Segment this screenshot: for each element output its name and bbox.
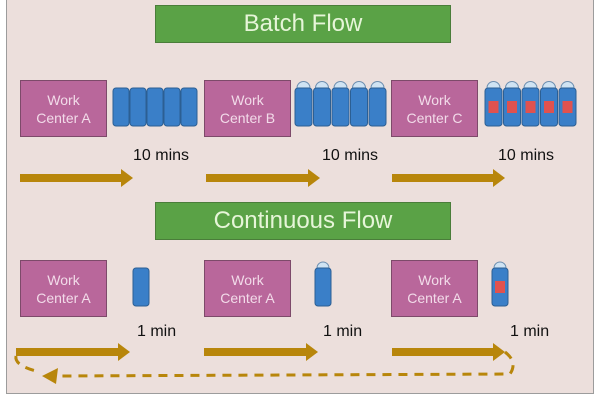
- item-cap: [504, 81, 520, 89]
- batch-flow-title: Batch Flow: [243, 10, 363, 37]
- continuous-flow-title: Continuous Flow: [213, 207, 393, 234]
- batch-time-a: 10 mins: [133, 147, 190, 164]
- batch-arrow-1-head: [121, 169, 133, 187]
- batch-time-c: 10 mins: [498, 147, 555, 164]
- item-body: [112, 87, 130, 127]
- batch-work-center-c: Work Center C: [391, 80, 478, 137]
- item-body: [163, 87, 181, 127]
- wc-label-line2: Center C: [406, 109, 463, 126]
- batch-work-center-a: Work Center A: [20, 80, 107, 137]
- return-arrow-head: [42, 368, 58, 384]
- continuous-work-center-1: Work Center A: [20, 260, 107, 317]
- item-cap: [333, 81, 348, 89]
- batch-arrow-2-head: [308, 169, 320, 187]
- item-body: [368, 87, 387, 127]
- return-loop-left: [14, 355, 41, 374]
- wc-label-line2: Center B: [219, 109, 276, 126]
- batch-time-b: 10 mins: [322, 147, 379, 164]
- item-cap: [493, 261, 507, 269]
- item-body: [314, 267, 332, 307]
- item-body: [132, 267, 150, 307]
- batch-arrow-3-shaft: [392, 174, 495, 182]
- continuous-arrow-2-shaft: [204, 348, 308, 356]
- continuous-time-1: 1 min: [137, 323, 177, 340]
- item-label: [507, 101, 517, 113]
- item-body: [294, 87, 313, 127]
- batch-flow-banner: Batch Flow: [155, 5, 451, 43]
- item-cap: [296, 81, 311, 89]
- wc-label-line2: Center A: [36, 289, 91, 306]
- batch-work-center-b: Work Center B: [204, 80, 291, 137]
- wc-label-line1: Work: [47, 91, 80, 108]
- wc-label-line2: Center A: [220, 289, 275, 306]
- wc-label-line1: Work: [418, 91, 451, 108]
- wc-label-line1: Work: [231, 91, 264, 108]
- item-cap: [486, 81, 501, 89]
- wc-label-line1: Work: [47, 271, 80, 288]
- batch-arrow-1-shaft: [20, 174, 123, 182]
- batch-arrow-3-head: [493, 169, 505, 187]
- continuous-arrow-1-shaft: [16, 348, 120, 356]
- item-label: [488, 101, 499, 113]
- continuous-arrow-3-shaft: [392, 348, 495, 356]
- item-cap: [523, 81, 538, 89]
- wc-label-line2: Center A: [407, 289, 462, 306]
- continuous-arrow-2-head: [306, 343, 318, 361]
- continuous-work-center-3: Work Center A: [391, 260, 478, 317]
- item-body: [350, 87, 368, 127]
- item-body: [129, 87, 147, 127]
- item-cap: [316, 261, 330, 269]
- item-cap: [541, 81, 557, 89]
- continuous-time-3: 1 min: [510, 323, 550, 340]
- continuous-arrow-3-head: [493, 343, 505, 361]
- batch-arrow-2-shaft: [206, 174, 310, 182]
- diagram-panel: [6, 0, 594, 394]
- item-cap: [314, 81, 330, 89]
- item-cap: [351, 81, 367, 89]
- item-body: [331, 87, 350, 127]
- item-cap: [560, 81, 575, 89]
- item-label: [544, 101, 554, 113]
- item-label: [525, 101, 536, 113]
- wc-label-line2: Center A: [36, 109, 91, 126]
- item-cap: [370, 81, 385, 89]
- item-label: [495, 281, 505, 293]
- continuous-time-2: 1 min: [323, 323, 363, 340]
- item-body: [313, 87, 331, 127]
- item-body: [146, 87, 164, 127]
- wc-label-line1: Work: [231, 271, 264, 288]
- continuous-arrow-1-head: [118, 343, 130, 361]
- item-label: [562, 101, 573, 113]
- continuous-flow-banner: Continuous Flow: [155, 202, 451, 240]
- return-loop-dashed: [59, 350, 515, 378]
- continuous-work-center-2: Work Center A: [204, 260, 291, 317]
- wc-label-line1: Work: [418, 271, 451, 288]
- item-body: [180, 87, 198, 127]
